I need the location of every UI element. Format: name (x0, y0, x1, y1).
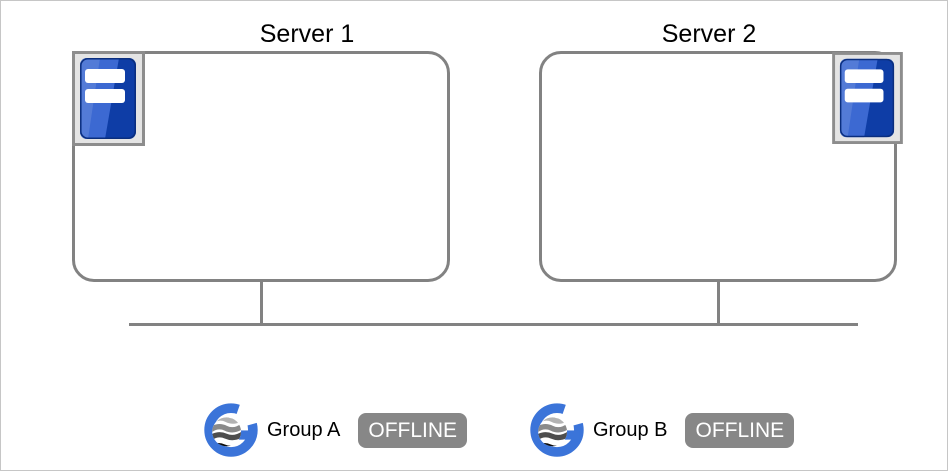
group-globe-icon (530, 401, 585, 457)
group-b-item[interactable]: Group B OFFLINE (529, 400, 795, 460)
group-a-label: Group A (267, 418, 341, 441)
group-b-label: Group B (593, 418, 668, 441)
network-bus-line (129, 323, 858, 326)
group-globe-icon (204, 401, 259, 457)
server2-title: Server 2 (661, 20, 757, 48)
server1-connector-line (260, 282, 263, 323)
group-a-status-badge: OFFLINE (358, 412, 468, 448)
server1-title: Server 1 (259, 20, 355, 48)
group-b-status-badge: OFFLINE (685, 412, 795, 448)
server2-connector-line (717, 282, 720, 323)
group-a-item[interactable]: Group A OFFLINE (203, 400, 468, 460)
server-tower-icon (832, 52, 903, 144)
server-tower-icon (72, 51, 145, 146)
